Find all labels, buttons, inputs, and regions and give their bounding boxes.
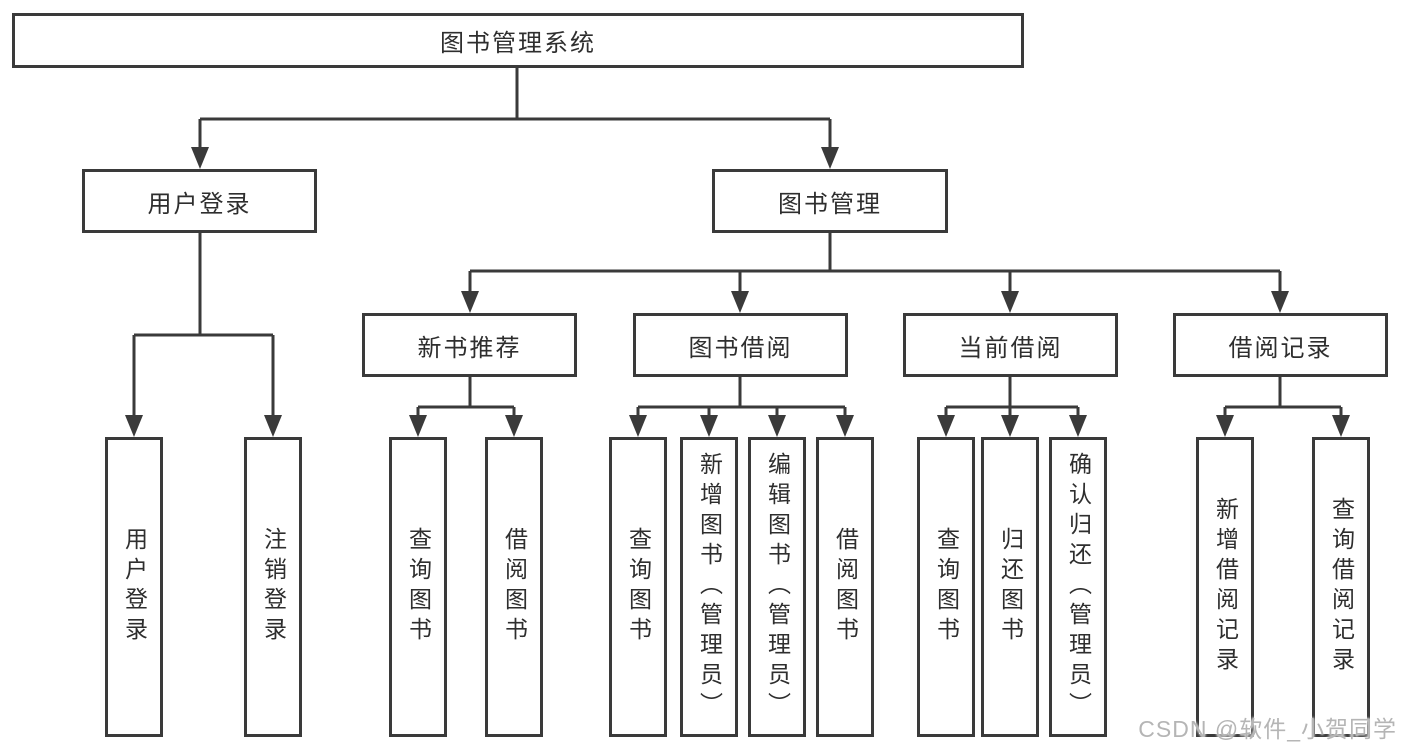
- node-label: 编辑图书（管理员）: [764, 452, 791, 722]
- node-new-book-recommend: 新书推荐: [362, 313, 577, 377]
- node-label: 注销登录: [260, 527, 287, 647]
- node-book-management: 图书管理: [712, 169, 948, 233]
- node-label: 查询图书: [933, 527, 960, 647]
- node-label: 新增图书（管理员）: [696, 452, 723, 722]
- node-recommend-borrow-books: 借阅图书: [485, 437, 543, 737]
- node-edit-books-admin: 编辑图书（管理员）: [748, 437, 806, 737]
- node-user-login: 用户登录: [82, 169, 317, 233]
- node-label: 借阅图书: [501, 527, 528, 647]
- node-confirm-return-admin: 确认归还（管理员）: [1049, 437, 1107, 737]
- node-label: 查询借阅记录: [1328, 497, 1355, 677]
- node-add-books-admin: 新增图书（管理员）: [680, 437, 738, 737]
- node-label: 用户登录: [147, 190, 252, 218]
- node-query-borrow-record: 查询借阅记录: [1312, 437, 1370, 737]
- node-label: 图书管理系统: [440, 30, 596, 57]
- node-label: 图书管理: [778, 190, 882, 218]
- node-label: 查询图书: [405, 527, 432, 647]
- node-label: 借阅图书: [832, 527, 859, 647]
- node-label: 借阅记录: [1228, 334, 1333, 362]
- node-book-borrowing: 图书借阅: [633, 313, 848, 377]
- node-label: 确认归还（管理员）: [1065, 452, 1092, 722]
- node-label: 新增借阅记录: [1212, 497, 1239, 677]
- node-current-query-books: 查询图书: [917, 437, 975, 737]
- node-label: 用户登录: [121, 527, 148, 647]
- node-library-management-system: 图书管理系统: [12, 13, 1024, 68]
- node-label: 查询图书: [625, 527, 652, 647]
- connector-lines: [132, 68, 1343, 416]
- node-label: 图书借阅: [688, 334, 793, 362]
- node-return-books: 归还图书: [981, 437, 1039, 737]
- node-borrow-books: 借阅图书: [816, 437, 874, 737]
- node-label: 当前借阅: [958, 334, 1063, 362]
- node-logout-action: 注销登录: [244, 437, 302, 737]
- node-borrow-query-books: 查询图书: [609, 437, 667, 737]
- node-current-borrowing: 当前借阅: [903, 313, 1118, 377]
- node-label: 新书推荐: [417, 334, 522, 362]
- arrowhead-icons: [125, 147, 1350, 437]
- node-add-borrow-record: 新增借阅记录: [1196, 437, 1254, 737]
- csdn-watermark: CSDN @软件_小贺同学: [1138, 716, 1397, 742]
- node-label: 归还图书: [997, 527, 1024, 647]
- node-recommend-query-books: 查询图书: [389, 437, 447, 737]
- node-user-login-action: 用户登录: [105, 437, 163, 737]
- node-borrowing-records: 借阅记录: [1173, 313, 1388, 377]
